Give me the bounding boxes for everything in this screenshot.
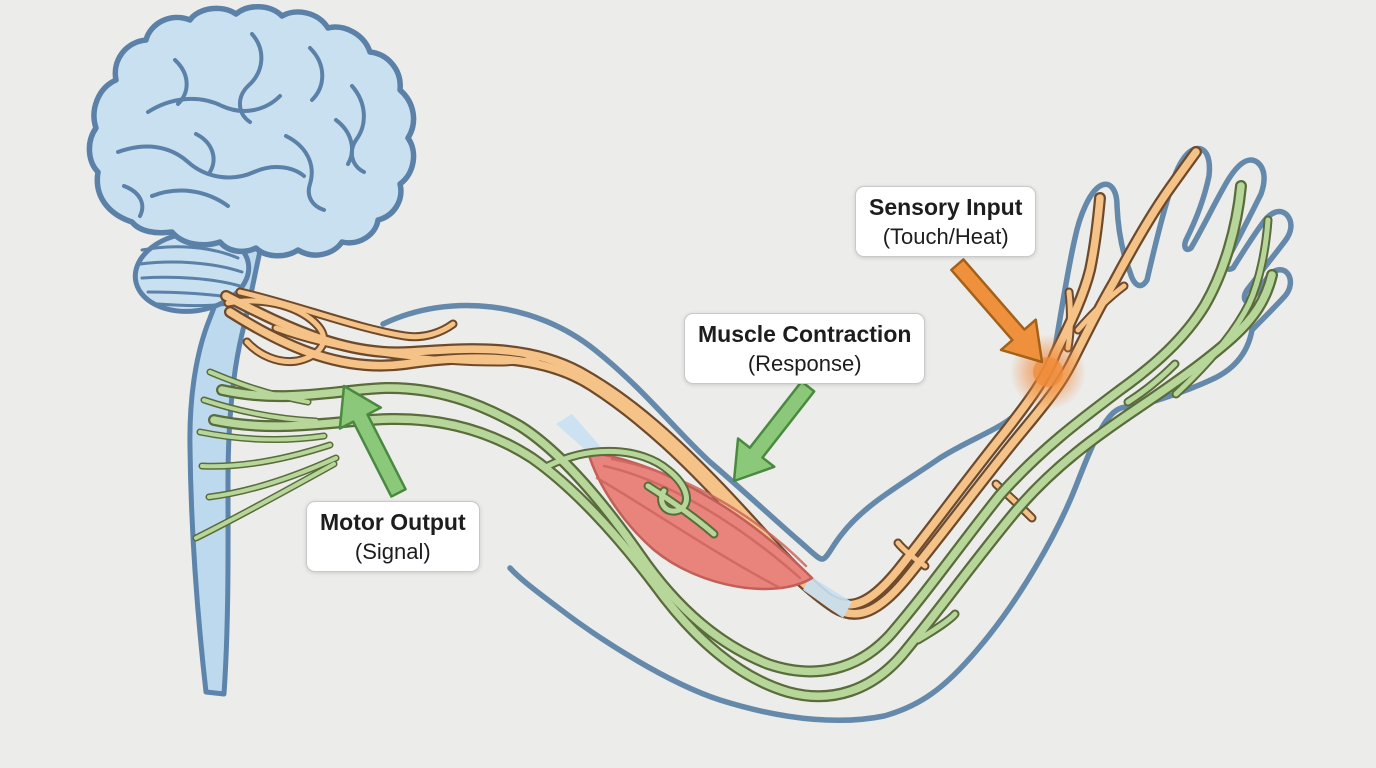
brain <box>86 4 417 259</box>
muscle-contraction-label-subtitle: (Response) <box>747 351 862 376</box>
tendon-right <box>803 576 852 618</box>
response-arrow <box>732 380 816 483</box>
motor-output-arrow <box>338 384 407 498</box>
sensory-input-label-title: Sensory Input <box>869 194 1023 220</box>
motor-output-label: Motor Output (Signal) <box>306 501 480 572</box>
brain-gyri <box>116 32 366 218</box>
motor-output-label-subtitle: (Signal) <box>354 539 431 564</box>
muscle-contraction-label-title: Muscle Contraction <box>698 321 912 347</box>
arm-upper-contour-and-fingers <box>380 145 1294 562</box>
muscle-contraction-label: Muscle Contraction (Response) <box>684 313 926 384</box>
motor-nerve <box>192 180 1278 703</box>
tendon-left <box>556 414 600 454</box>
sensory-input-label: Sensory Input (Touch/Heat) <box>855 186 1037 257</box>
muscle-fibers <box>595 457 808 590</box>
sensory-input-arrow <box>950 258 1044 364</box>
sensory-input-label-subtitle: (Touch/Heat) <box>882 224 1009 249</box>
motor-output-label-title: Motor Output <box>320 509 466 535</box>
